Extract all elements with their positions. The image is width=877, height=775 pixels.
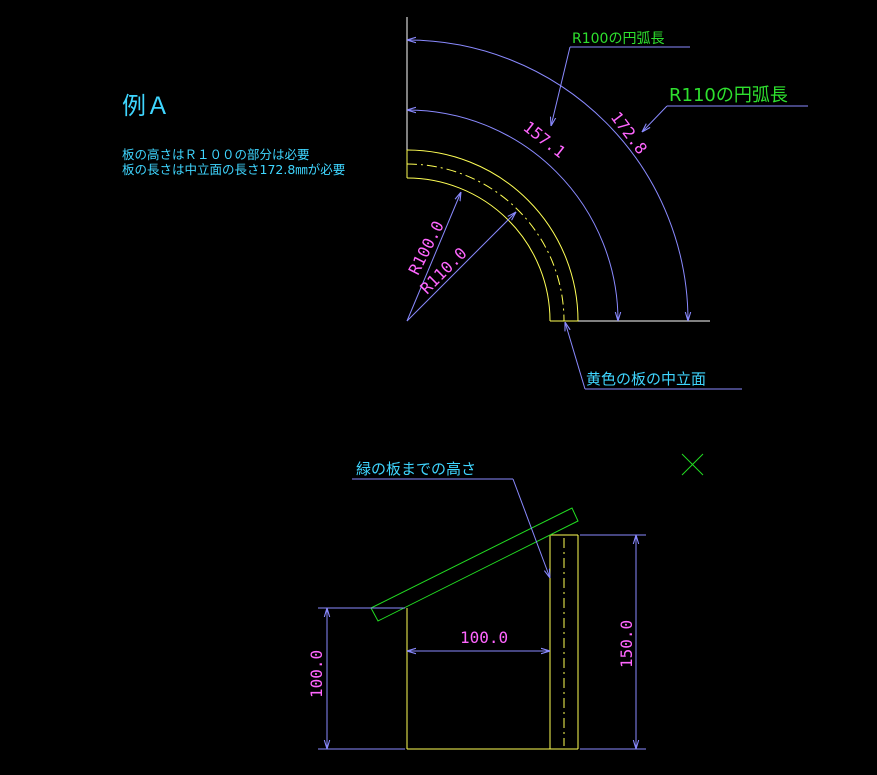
label-r100-arc-length: R100の円弧長 (572, 31, 664, 47)
label-neutral-plane: 黄色の板の中立面 (586, 370, 706, 388)
leader-r110-line (642, 105, 668, 132)
note-line-1: 板の高さはＲ１００の部分は必要 (122, 147, 310, 162)
green-inclined-plate (370, 507, 579, 622)
label-height-to-green: 緑の板までの高さ (356, 460, 476, 478)
dim-radius-110-line (406, 212, 516, 322)
dim-radius-100-line (406, 192, 461, 322)
leader-height-line (512, 478, 550, 578)
leader-neutral-line (565, 322, 586, 390)
leader-r100-line (551, 46, 571, 126)
label-r110-arc-length: R110の円弧長 (669, 85, 788, 106)
green-x-mark-b (681, 453, 704, 476)
dim-arc-172-text: 172.8 (607, 108, 651, 158)
drawing-title: 例Ａ (122, 92, 170, 120)
dim-arc-157-text: 157.1 (520, 117, 570, 162)
dim-height-150-text: 150.0 (617, 620, 636, 668)
dim-width-100-text: 100.0 (460, 628, 508, 647)
note-line-2: 板の長さは中立面の長さ172.8㎜が必要 (122, 162, 345, 177)
dim-arc-172 (407, 40, 688, 321)
dim-height-100-text: 100.0 (307, 650, 326, 698)
